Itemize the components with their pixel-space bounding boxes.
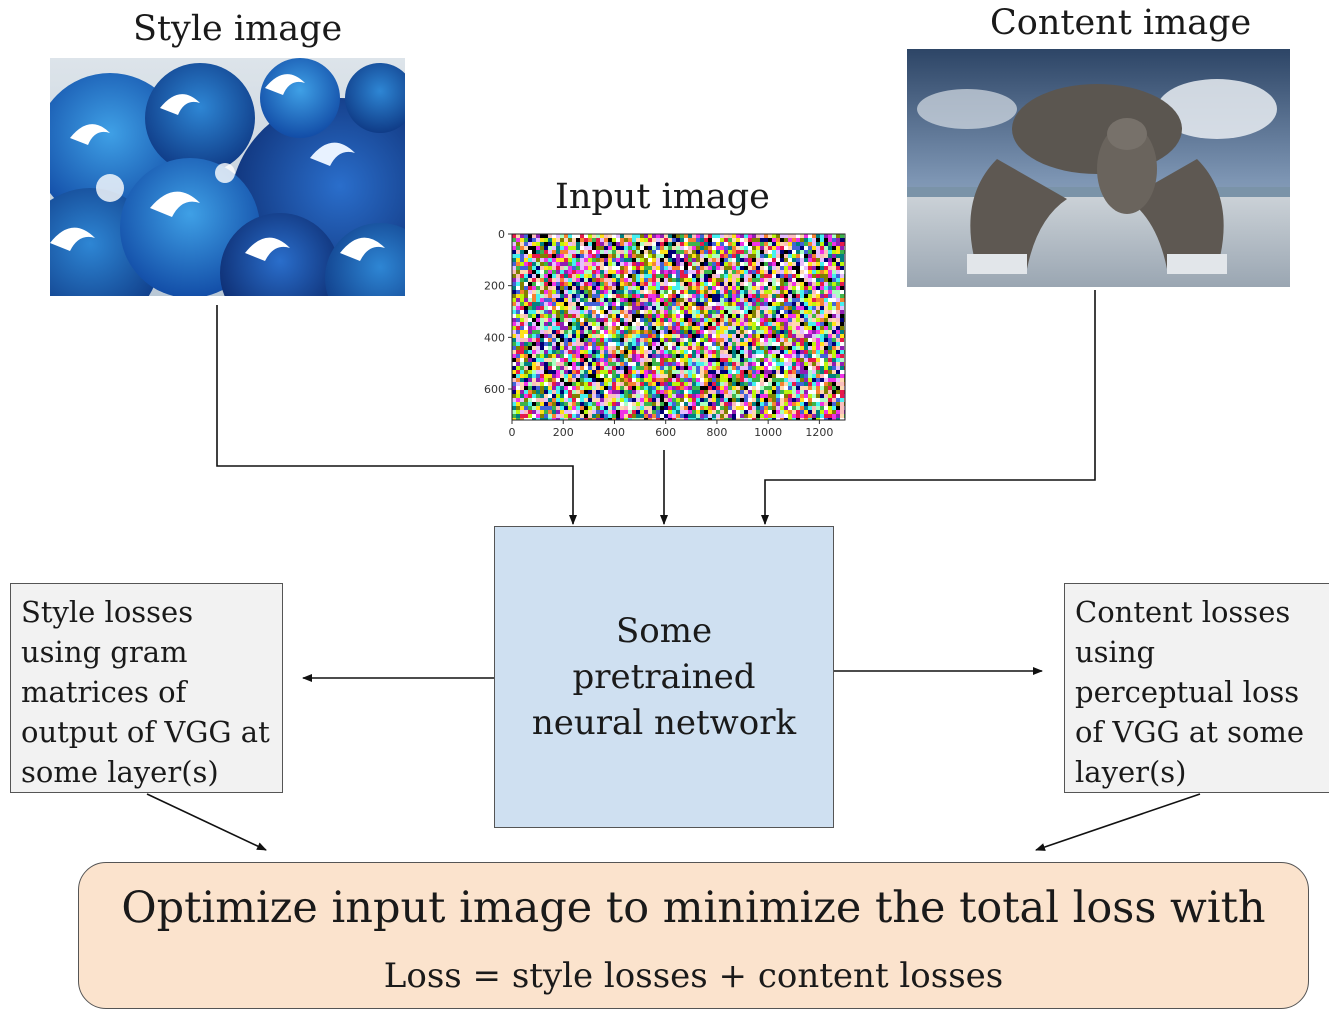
style-image-title: Style image [133,9,343,49]
style-loss-to-optimize-arrow [146,793,267,851]
x-tick-label: 0 [509,426,516,439]
input-image-plot: 0 200 400 600 800 1000 1200 0 200 400 600 [478,226,850,448]
x-tick-label: 1200 [805,426,833,439]
optimize-box: Optimize input image to minimize the tot… [78,862,1309,1009]
style-image [50,58,405,296]
x-tick-label: 1000 [754,426,782,439]
style-to-network-arrow [216,305,577,525]
loss-formula: Loss = style losses + content losses [383,956,1004,996]
y-tick-label: 0 [498,228,505,241]
style-losses-label: Style losses using gram matrices of outp… [21,595,270,789]
y-tick-label: 400 [484,331,505,344]
style-losses-box: Style losses using gram matrices of outp… [10,583,283,793]
input-image-title: Input image [555,177,770,217]
content-image-title: Content image [990,3,1252,43]
x-tick-label: 800 [706,426,727,439]
content-loss-to-optimize-arrow [1035,793,1201,851]
x-tick-label: 600 [655,426,676,439]
y-tick-label: 600 [484,383,505,396]
content-image [907,49,1290,287]
network-label: Some pretrained neural network [531,611,797,743]
y-tick-label: 200 [484,280,505,293]
optimize-label: Optimize input image to minimize the tot… [121,883,1266,933]
content-losses-label: Content losses using perceptual loss of … [1075,595,1305,789]
content-to-network-arrow [761,290,1096,525]
pretrained-network-box: Some pretrained neural network [494,526,834,828]
content-losses-box: Content losses using perceptual loss of … [1064,583,1329,793]
x-tick-label: 400 [604,426,625,439]
x-tick-label: 200 [553,426,574,439]
